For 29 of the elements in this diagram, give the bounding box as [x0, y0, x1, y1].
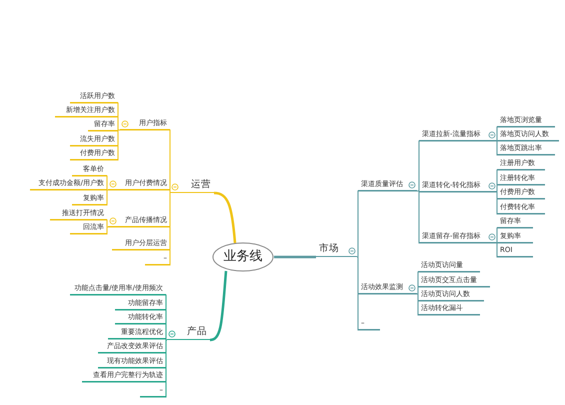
connector-line — [356, 256, 380, 330]
connector-line — [70, 226, 108, 234]
connector-line — [496, 242, 534, 244]
connector-line — [70, 130, 120, 160]
connector-line — [416, 190, 498, 244]
connector-line — [274, 256, 316, 258]
connector-line — [114, 324, 168, 340]
connector-line — [416, 140, 498, 192]
connector-line — [416, 190, 498, 192]
connector-line — [144, 192, 170, 266]
connector-line — [496, 126, 556, 142]
connector-line — [50, 220, 108, 228]
connector-line — [496, 192, 546, 214]
connector-line — [88, 130, 120, 132]
connector-line — [356, 190, 418, 258]
branch-topic: 产品 — [167, 324, 210, 340]
connector-line — [108, 190, 170, 194]
connector-line — [496, 140, 560, 142]
connector-line — [54, 116, 120, 130]
branch-topic: 运营 — [170, 177, 214, 193]
connector-line — [416, 294, 480, 316]
connector-line — [72, 176, 108, 190]
connector-line — [108, 338, 168, 340]
topic-text: 业务线 — [222, 249, 264, 265]
branch-topic: 市场 — [316, 241, 357, 257]
connector-line — [416, 286, 490, 294]
central-topic-ellipse — [212, 242, 274, 272]
connector-line — [140, 340, 168, 398]
connector-line — [496, 184, 546, 192]
